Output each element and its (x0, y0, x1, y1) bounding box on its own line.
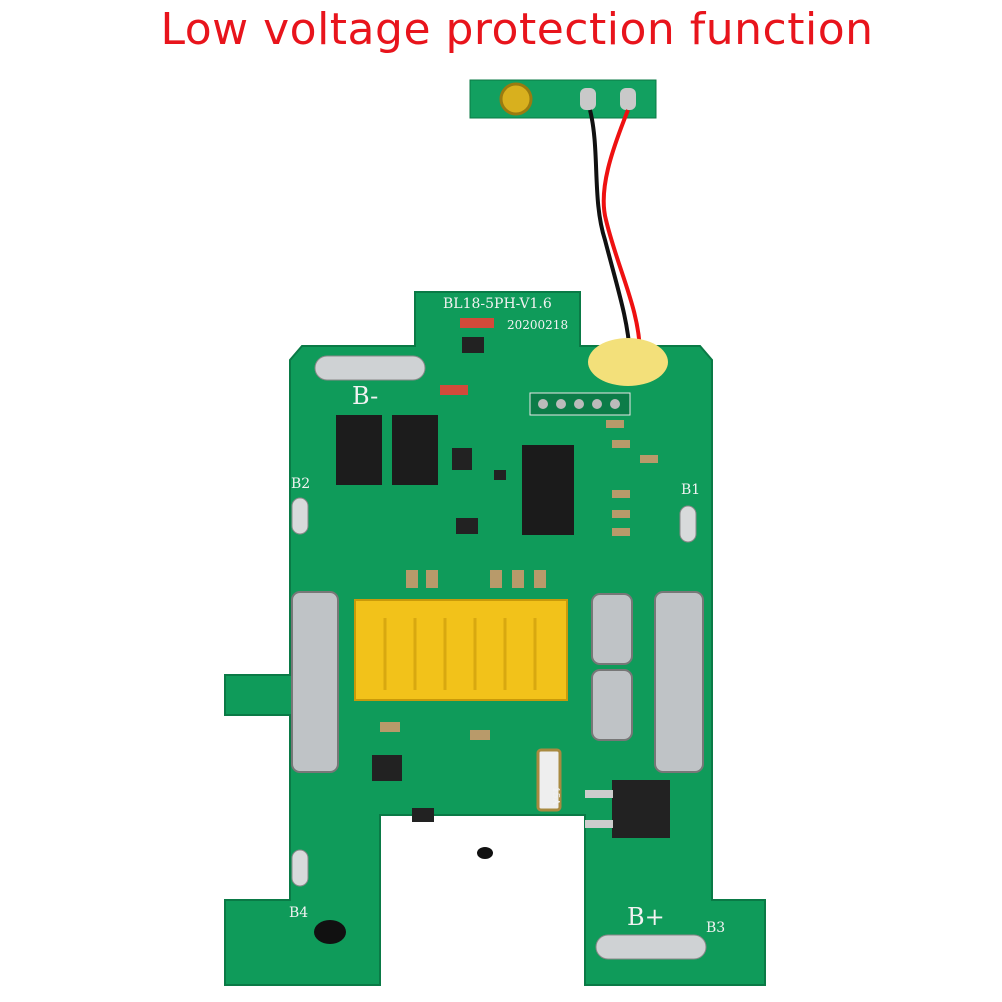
board-model-label: BL18-5PH-V1.6 (443, 296, 552, 312)
glue-blob (588, 338, 668, 386)
b-plus-label: B+ (627, 903, 665, 931)
board-date-code: 20200218 (507, 318, 568, 332)
red-wire (601, 109, 642, 356)
b-minus-label: B- (352, 382, 378, 410)
fuse (536, 748, 562, 812)
controller-ic (522, 445, 574, 535)
led-board (469, 79, 657, 119)
b4-label: B4 (289, 905, 308, 921)
caption-title: Low voltage protection function (160, 4, 874, 55)
b3-label: B3 (706, 920, 725, 936)
battery-connector (354, 599, 568, 701)
power-transistor (612, 780, 670, 838)
fuse-label: 15A (550, 787, 560, 805)
black-wire (588, 109, 632, 356)
b1-label: B1 (681, 482, 700, 498)
b2-label: B2 (291, 476, 310, 492)
